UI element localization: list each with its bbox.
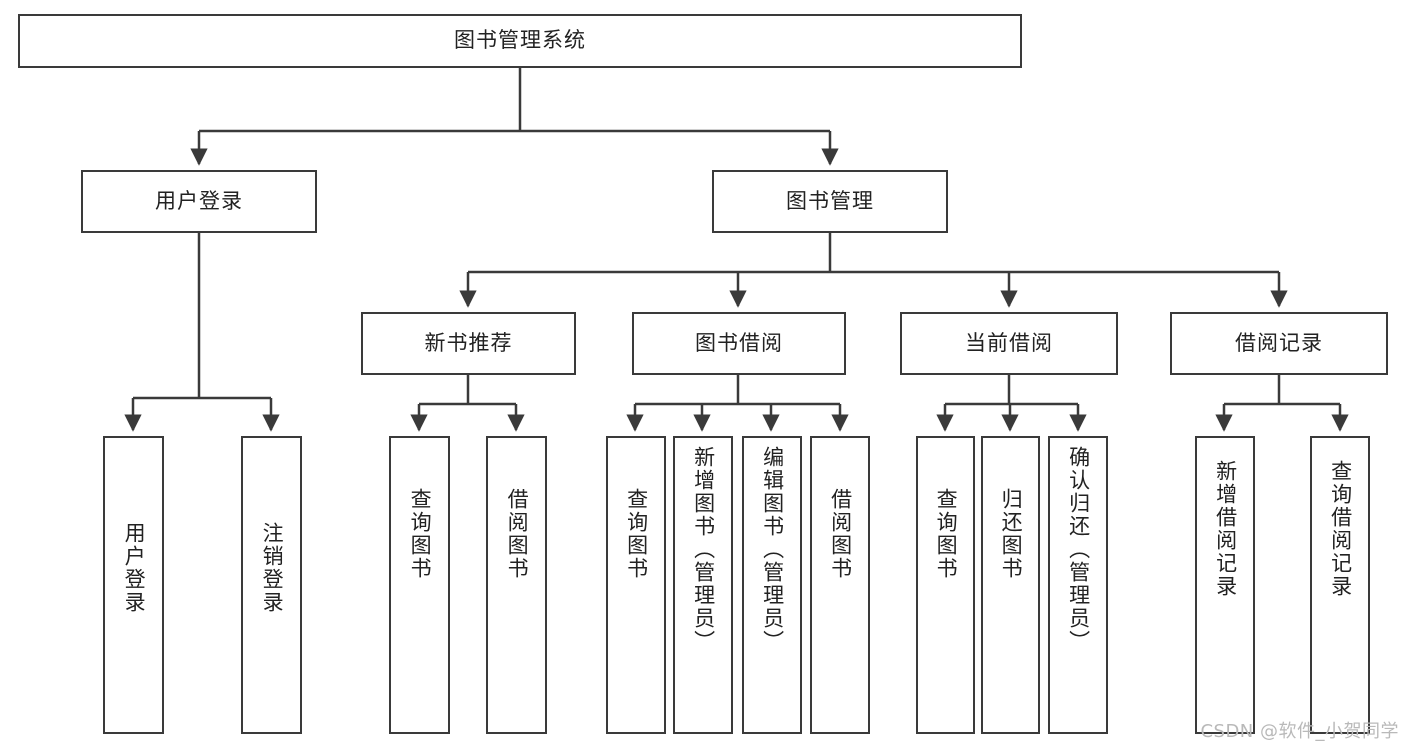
leaf-user-login-signin[interactable]: 用户登录 xyxy=(103,436,164,734)
node-label: 用户登录 xyxy=(122,522,147,614)
leaf-borrow-borrow-book[interactable]: 借阅图书 xyxy=(810,436,870,734)
node-current-borrow[interactable]: 当前借阅 xyxy=(900,312,1118,375)
node-label: 查询图书 xyxy=(624,488,649,580)
node-book-management[interactable]: 图书管理 xyxy=(712,170,948,233)
leaf-borrow-add-book-admin[interactable]: 新增图书（管理员） xyxy=(673,436,733,734)
node-label: 图书管理 xyxy=(786,188,874,213)
node-label: 新书推荐 xyxy=(424,330,513,355)
leaf-records-add-record[interactable]: 新增借阅记录 xyxy=(1195,436,1255,734)
node-label: 图书借阅 xyxy=(695,330,783,355)
node-label: 借阅记录 xyxy=(1235,330,1323,355)
node-label: 新增图书（管理员） xyxy=(691,446,716,653)
node-label: 新增借阅记录 xyxy=(1213,460,1238,598)
csdn-watermark: CSDN @软件_小贺同学 xyxy=(1200,721,1399,742)
leaf-borrow-query-book[interactable]: 查询图书 xyxy=(606,436,666,734)
leaf-current-confirm-return-admin[interactable]: 确认归还（管理员） xyxy=(1048,436,1108,734)
node-label: 当前借阅 xyxy=(965,330,1053,355)
node-label: 查询借阅记录 xyxy=(1328,460,1353,598)
node-label: 查询图书 xyxy=(408,488,433,580)
node-label: 注销登录 xyxy=(260,522,285,614)
node-label: 查询图书 xyxy=(934,488,959,580)
leaf-records-query-record[interactable]: 查询借阅记录 xyxy=(1310,436,1370,734)
leaf-user-login-signout[interactable]: 注销登录 xyxy=(241,436,302,734)
node-label: 图书管理系统 xyxy=(454,28,586,53)
node-label: 编辑图书（管理员） xyxy=(760,446,785,653)
node-label: 用户登录 xyxy=(155,188,243,213)
node-label: 确认归还（管理员） xyxy=(1066,446,1091,653)
node-user-login[interactable]: 用户登录 xyxy=(81,170,317,233)
leaf-recommend-query-book[interactable]: 查询图书 xyxy=(389,436,450,734)
leaf-recommend-borrow-book[interactable]: 借阅图书 xyxy=(486,436,547,734)
leaf-borrow-edit-book-admin[interactable]: 编辑图书（管理员） xyxy=(742,436,802,734)
node-label: 借阅图书 xyxy=(828,488,853,580)
node-borrow-records[interactable]: 借阅记录 xyxy=(1170,312,1388,375)
node-root-system[interactable]: 图书管理系统 xyxy=(18,14,1022,68)
node-new-book-recommend[interactable]: 新书推荐 xyxy=(361,312,576,375)
node-label: 借阅图书 xyxy=(505,488,530,580)
node-label: 归还图书 xyxy=(999,488,1024,580)
node-book-borrow[interactable]: 图书借阅 xyxy=(632,312,846,375)
leaf-current-query-book[interactable]: 查询图书 xyxy=(916,436,975,734)
leaf-current-return-book[interactable]: 归还图书 xyxy=(981,436,1040,734)
